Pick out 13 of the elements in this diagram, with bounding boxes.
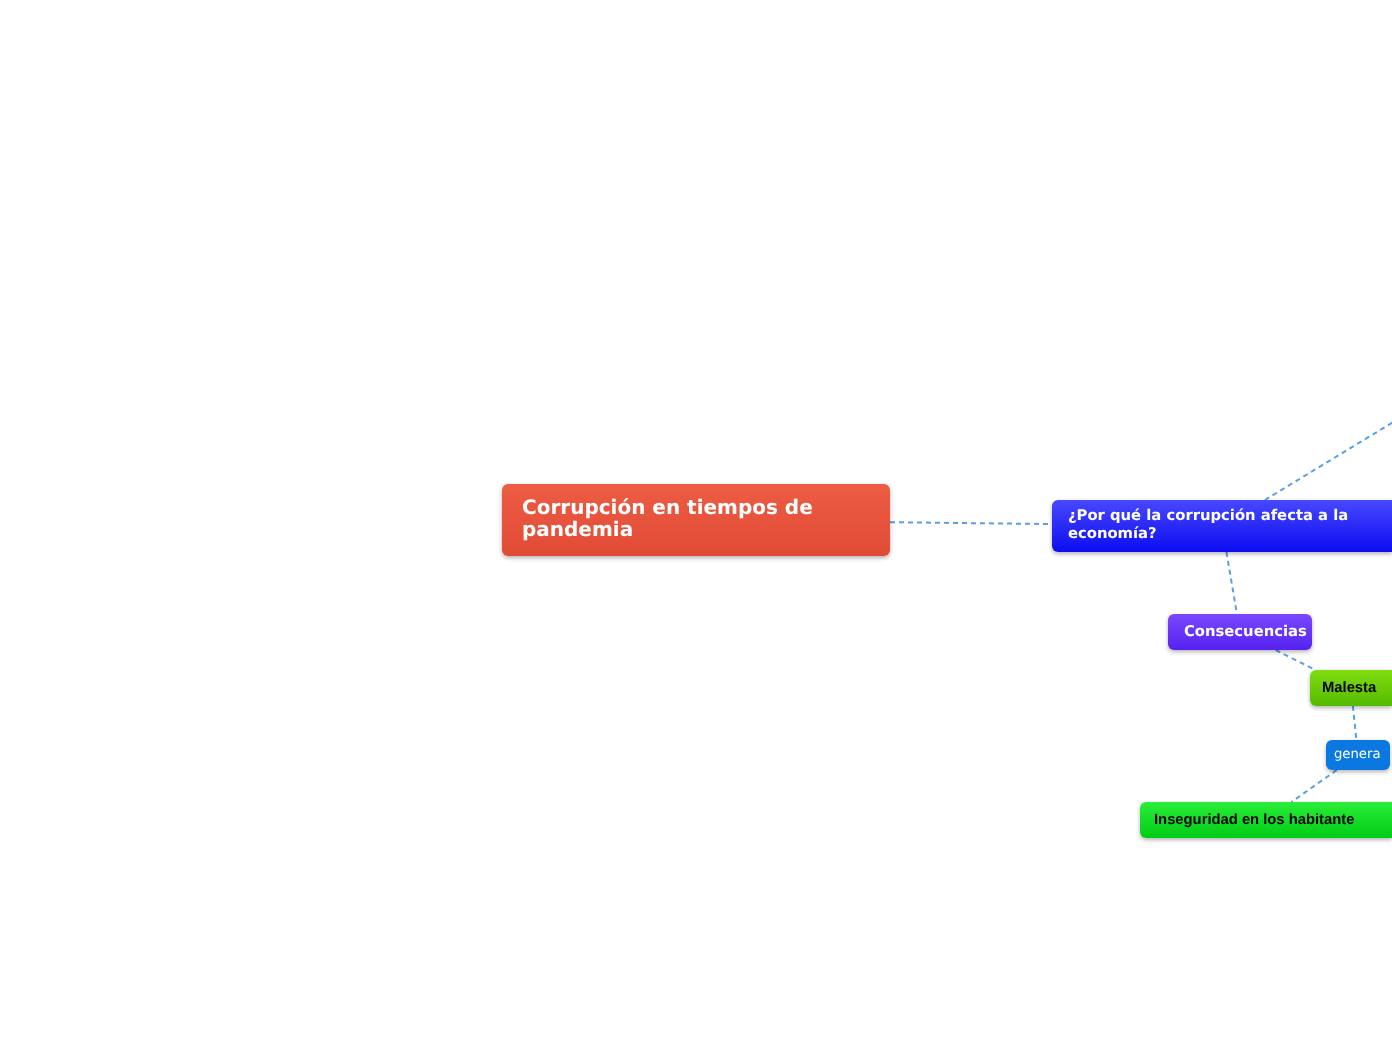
connector-line <box>889 521 1053 526</box>
connector-line <box>1263 417 1392 501</box>
question-box <box>1052 500 1392 552</box>
subtopic-box <box>1140 802 1392 838</box>
main-topic-box <box>502 484 890 556</box>
subtopic-box <box>1310 670 1392 706</box>
connector-line <box>1290 769 1338 803</box>
main-topic-text: Corrupción en tiempos de pandemia <box>522 497 815 543</box>
connector-line <box>1225 551 1238 615</box>
subtopic-box <box>1168 614 1312 650</box>
connector-line <box>1351 705 1358 741</box>
relation-tag <box>1326 740 1390 770</box>
connector-line <box>1274 649 1317 671</box>
